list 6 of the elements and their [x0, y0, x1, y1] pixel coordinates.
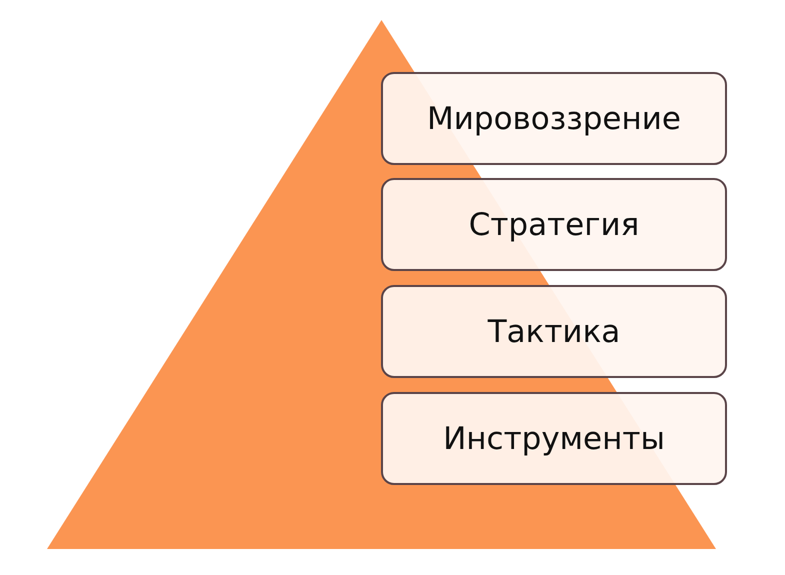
level-box	[381, 178, 727, 271]
level-box	[381, 72, 727, 165]
level-label: Инструменты	[443, 420, 665, 456]
level-label: Стратегия	[468, 206, 640, 242]
level-label: Мировоззрение	[427, 100, 681, 136]
level-label: Тактика	[488, 314, 620, 350]
